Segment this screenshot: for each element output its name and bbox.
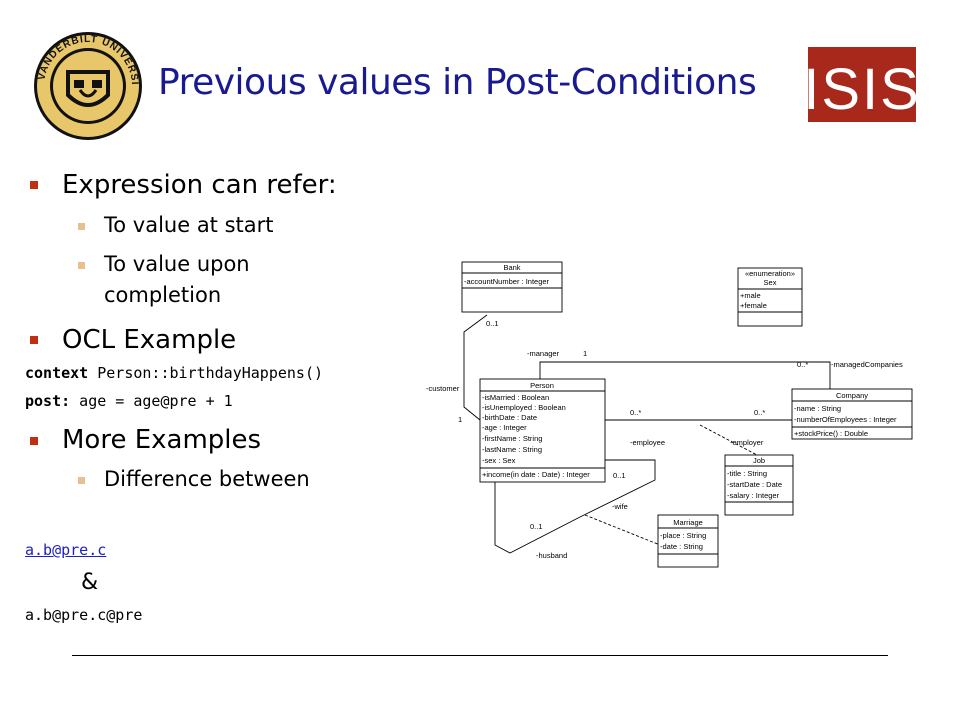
bullet-marker [30,437,38,445]
class-attr: -startDate : Date [727,480,782,489]
label-wife: -wife [612,502,628,511]
class-company: Company -name : String -numberOfEmployee… [791,388,913,440]
class-attr: -date : String [660,542,703,551]
bullet-marker [30,181,38,189]
code-text: Person::birthdayHappens() [88,364,324,382]
label-manager: -manager [527,349,560,358]
label-husband-mult: 0..1 [530,522,543,531]
bullet-more-examples: More Examples [62,425,262,455]
association-lines [463,314,831,554]
class-sex: «enumeration» Sex +male +female [737,267,803,327]
example-b: a.b@pre.c@pre [25,606,143,624]
example-a-link[interactable]: a.b@pre.c [25,541,107,559]
class-attr: -place : String [660,531,706,540]
code-text: age = age@pre + 1 [70,392,233,410]
class-name: Company [836,391,868,400]
class-marriage: Marriage -place : String -date : String [657,514,719,568]
sub-bullet-completion: completion [104,283,222,307]
code-keyword: context [25,364,89,382]
class-attr: -salary : Integer [727,491,780,500]
class-attr: -birthDate : Date [482,413,537,422]
class-name: Sex [764,278,777,287]
class-bank: Bank -accountNumber : Integer [461,261,563,313]
class-attr: -name : String [794,404,841,413]
class-op: +income(in date : Date) : Integer [482,470,590,479]
class-attr: -lastName : String [482,445,542,454]
sub-bullet-difference: Difference between [104,467,310,491]
label-managed-mult: 0..* [797,360,808,369]
class-person: Person -isMarried : Boolean -isUnemploye… [479,378,606,483]
class-attr: -age : Integer [482,423,527,432]
sub-bullet-start: To value at start [104,213,274,237]
label-husband: -husband [536,551,567,560]
class-attr: +male [740,291,761,300]
dashed-lines [584,424,758,546]
class-attr: -title : String [727,469,767,478]
vanderbilt-seal-icon: VANDERBILT UNIVERSITY [32,30,142,140]
class-op: +stockPrice() : Double [794,429,868,438]
bullet-expression: Expression can refer: [62,170,337,200]
class-attr: +female [740,301,767,310]
label-wife-mult: 0..1 [613,471,626,480]
sub-bullet-marker [78,223,85,230]
class-stereotype: «enumeration» [745,269,795,278]
example-ampersand: & [81,570,99,595]
sub-bullet-upon: To value upon [104,252,250,276]
label-manager-mult: 1 [583,349,587,358]
class-attr: -isMarried : Boolean [482,393,549,402]
label-employee: -employee [630,438,665,447]
class-name: Marriage [673,518,703,527]
label-employee-mult: 0..* [630,408,641,417]
code-line-context: context Person::birthdayHappens() [25,364,323,382]
slide-title: Previous values in Post-Conditions [158,62,757,103]
code-line-post: post: age = age@pre + 1 [25,392,233,410]
isis-logo-text: ISIS [808,57,916,122]
class-name: Job [753,456,765,465]
label-employer: -employer [730,438,764,447]
label-managed-companies: -managedCompanies [831,360,903,369]
class-attr: -accountNumber : Integer [464,277,550,286]
class-attr: -sex : Sex [482,456,516,465]
label-employer-mult: 0..* [754,408,765,417]
bullet-marker [30,336,38,344]
class-name: Bank [503,263,520,272]
association-labels: 0..1 -manager 1 0..* -managedCompanies -… [426,319,903,560]
sub-bullet-marker [78,477,85,484]
class-attr: -isUnemployed : Boolean [482,403,566,412]
uml-class-diagram: Bank -accountNumber : Integer «enumerati… [426,261,913,568]
label-bank-mult: 0..1 [486,319,499,328]
bullet-ocl-example: OCL Example [62,325,237,355]
isis-logo-icon: ISIS [808,47,916,122]
class-attr: -firstName : String [482,434,542,443]
class-attr: -numberOfEmployees : Integer [794,415,897,424]
code-keyword: post: [25,392,71,410]
label-customer-mult: 1 [458,415,462,424]
class-job: Job -title : String -startDate : Date -s… [724,454,794,516]
footer-rule [72,655,888,656]
class-name: Person [530,381,554,390]
sub-bullet-marker [78,262,85,269]
label-customer: -customer [426,384,460,393]
